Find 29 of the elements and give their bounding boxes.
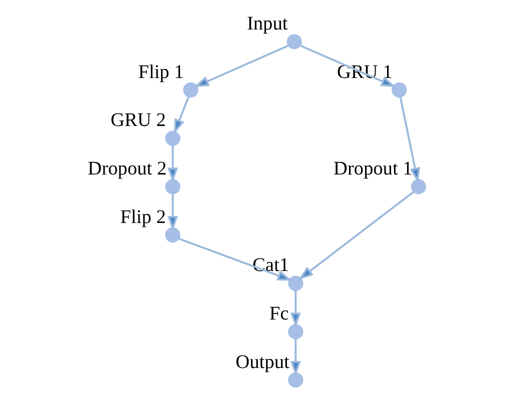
arrow <box>290 290 301 328</box>
node-circle <box>410 179 426 194</box>
arrow <box>174 96 190 134</box>
arrow <box>300 44 396 88</box>
node-circle <box>392 82 407 98</box>
arrow <box>399 96 420 183</box>
node-label: Dropout 1 <box>334 158 412 180</box>
node-label: GRU 2 <box>110 110 166 132</box>
node-label: Input <box>246 14 288 35</box>
arrow <box>168 145 178 183</box>
arrow <box>168 194 178 231</box>
arrow <box>290 338 301 376</box>
node-circle <box>165 227 180 243</box>
node-circle <box>288 372 304 388</box>
node-label: Flip 1 <box>138 62 184 83</box>
node-label: Fc <box>269 304 289 325</box>
node-circle <box>288 324 304 340</box>
arrow <box>178 238 292 281</box>
node-label: Output <box>236 352 290 373</box>
node-circle <box>286 34 302 50</box>
node-label: Dropout 2 <box>88 158 167 180</box>
node-label: Cat1 <box>252 255 290 276</box>
arrow <box>298 191 414 280</box>
node-circle <box>165 179 180 194</box>
node-circle <box>183 82 198 98</box>
node-circle <box>165 130 180 146</box>
node-label: Flip 2 <box>120 206 166 228</box>
node-circle <box>288 276 304 291</box>
arrow <box>194 44 288 88</box>
